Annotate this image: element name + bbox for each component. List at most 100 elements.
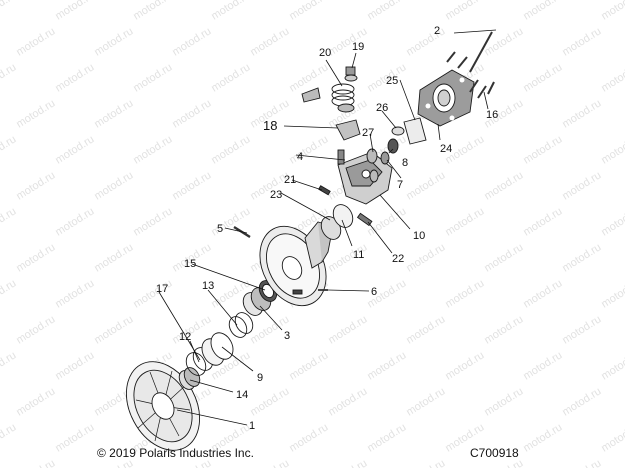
watermark-text: motod.ru — [170, 25, 213, 58]
watermark-text: motod.ru — [53, 277, 96, 310]
watermark-text: motod.ru — [521, 349, 564, 382]
watermark-text: motod.ru — [560, 457, 603, 468]
watermark-text: motod.ru — [14, 169, 57, 202]
watermark-text: motod.ru — [287, 421, 330, 454]
callout-4: 4 — [297, 151, 303, 163]
callout-25: 25 — [386, 75, 398, 87]
watermark-text: motod.ru — [248, 385, 291, 418]
watermark-text: motod.ru — [0, 61, 18, 94]
callout-13: 13 — [202, 280, 214, 292]
watermark-text: motod.ru — [131, 133, 174, 166]
watermark-text: motod.ru — [482, 241, 525, 274]
watermark-text: motod.ru — [599, 421, 625, 454]
watermark-text: motod.ru — [599, 0, 625, 23]
callout-5: 5 — [217, 223, 223, 235]
watermark-text: motod.ru — [14, 457, 57, 468]
watermark-text: motod.ru — [0, 133, 18, 166]
part-19-button — [344, 66, 358, 82]
watermark-text: motod.ru — [599, 61, 625, 94]
watermark-text: motod.ru — [53, 0, 96, 23]
watermark-text: motod.ru — [404, 385, 447, 418]
callout-26: 26 — [376, 102, 388, 114]
part-pin-small — [292, 289, 303, 295]
callout-12: 12 — [179, 331, 191, 343]
watermark-text: motod.ru — [14, 385, 57, 418]
watermark-text: motod.ru — [53, 133, 96, 166]
watermark-text: motod.ru — [560, 97, 603, 130]
watermark-text: motod.ru — [14, 313, 57, 346]
watermark-text: motod.ru — [404, 313, 447, 346]
part-11-bushing — [320, 204, 354, 240]
watermark-text: motod.ru — [0, 421, 18, 454]
watermark-text: motod.ru — [521, 205, 564, 238]
part-21-pin — [318, 185, 331, 196]
part-26-roller — [391, 126, 405, 136]
watermark-text: motod.ru — [92, 241, 135, 274]
watermark-text: motod.ru — [521, 133, 564, 166]
part-8-washer — [387, 138, 399, 154]
callout-6: 6 — [371, 286, 377, 298]
watermark-text: motod.ru — [0, 0, 18, 23]
callout-11: 11 — [353, 249, 364, 261]
watermark-text: motod.ru — [53, 421, 96, 454]
watermark-text: motod.ru — [287, 0, 330, 23]
watermark-text: motod.ru — [599, 133, 625, 166]
callout-15: 15 — [184, 258, 196, 270]
part-27-roller — [366, 148, 379, 183]
watermark-text: motod.ru — [170, 169, 213, 202]
watermark-text: motod.ru — [287, 61, 330, 94]
watermark-text: motod.ru — [209, 61, 252, 94]
watermark-text: motod.ru — [404, 25, 447, 58]
watermark-text: motod.ru — [404, 169, 447, 202]
figure-code: C700918 — [470, 446, 519, 460]
callout-labels: 1 2 3 4 5 6 7 8 9 10 11 12 13 14 15 16 1… — [156, 25, 498, 432]
watermark-text: motod.ru — [482, 169, 525, 202]
watermark-text: motod.ru — [53, 349, 96, 382]
watermark-text: motod.ru — [482, 313, 525, 346]
callout-3: 3 — [284, 330, 290, 342]
watermark-text: motod.ru — [209, 133, 252, 166]
part-9-spacer — [201, 332, 234, 366]
watermark-text: motod.ru — [14, 241, 57, 274]
callout-23: 23 — [270, 189, 282, 201]
part-16-bolts — [469, 79, 495, 99]
callout-14: 14 — [236, 389, 248, 401]
watermark-text: motod.ru — [14, 97, 57, 130]
watermark-text: motod.ru — [560, 25, 603, 58]
callout-24: 24 — [440, 143, 452, 155]
watermark-text: motod.ru — [521, 421, 564, 454]
watermark-text: motod.ru — [0, 205, 18, 238]
watermark-text: motod.ru — [326, 457, 369, 468]
watermark-text: motod.ru — [131, 61, 174, 94]
watermark-text: motod.ru — [92, 25, 135, 58]
watermark-text: motod.ru — [521, 0, 564, 23]
watermark-text: motod.ru — [482, 385, 525, 418]
callout-8: 8 — [402, 157, 408, 169]
part-24-cover — [417, 69, 475, 127]
watermark-text: motod.ru — [443, 277, 486, 310]
part-4-bolt — [337, 149, 345, 165]
callout-16: 16 — [486, 109, 498, 121]
watermark-text: motod.ru — [92, 97, 135, 130]
watermark-text: motod.ru — [404, 457, 447, 468]
watermark-text: motod.ru — [287, 133, 330, 166]
callout-7: 7 — [397, 179, 403, 191]
callout-22: 22 — [392, 253, 404, 265]
part-20-spring — [301, 83, 355, 113]
watermark-text: motod.ru — [599, 277, 625, 310]
watermark-text: motod.ru — [53, 205, 96, 238]
callout-21: 21 — [284, 174, 296, 186]
part-13-rings — [228, 312, 254, 338]
watermark-text: motod.ru — [92, 313, 135, 346]
watermark-text: motod.ru — [14, 25, 57, 58]
callout-17: 17 — [156, 283, 168, 295]
watermark-text: motod.ru — [326, 313, 369, 346]
part-18-weight — [335, 119, 361, 141]
watermark-text: motod.ru — [599, 205, 625, 238]
watermark-text: motod.ru — [92, 169, 135, 202]
watermark-text: motod.ru — [443, 205, 486, 238]
watermark-text: motod.ru — [560, 313, 603, 346]
watermark-text: motod.ru — [131, 205, 174, 238]
watermark-text: motod.ru — [521, 277, 564, 310]
watermark-text: motod.ru — [53, 61, 96, 94]
